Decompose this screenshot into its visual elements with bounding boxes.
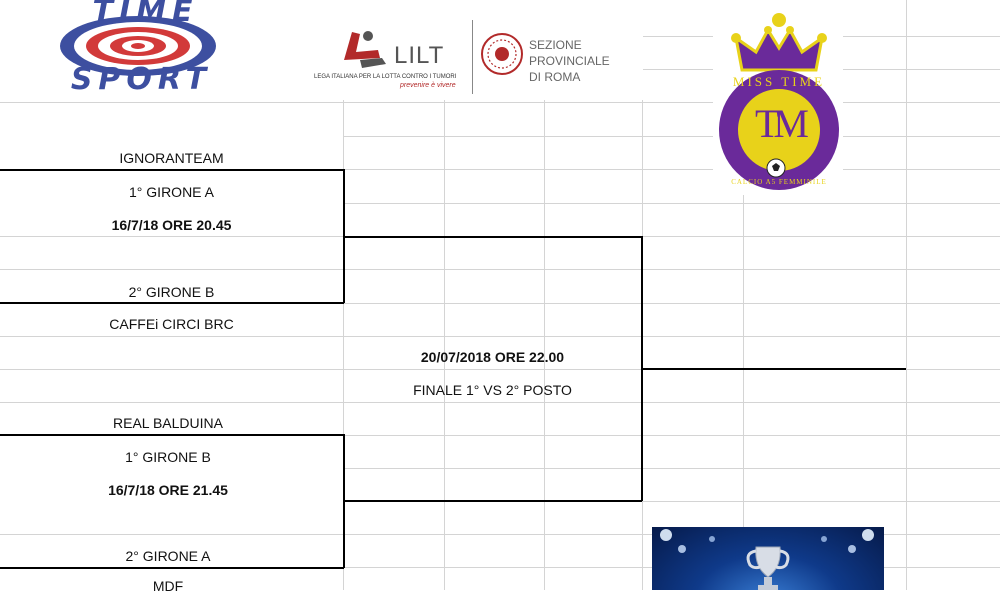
semi2-team-top: REAL BALDUINA — [113, 415, 223, 431]
semi1-team-top: IGNORANTEAM — [119, 150, 224, 166]
lilt-logo: LILT LEGA ITALIANA PER LA LOTTA CONTRO I… — [312, 18, 622, 98]
semi1-seed-top: 1° GIRONE A — [129, 184, 214, 200]
timesport-logo: TIME SPORT — [50, 0, 235, 100]
semi2-team-bottom: MDF — [152, 578, 184, 594]
timesport-bottom-text: SPORT — [70, 62, 213, 97]
misstime-letters: TM — [755, 101, 809, 146]
trophy-icon — [660, 529, 874, 590]
lilt-section-3: DI ROMA — [529, 70, 581, 84]
final-label: FINALE 1° VS 2° POSTO — [413, 382, 572, 398]
lilt-slogan: prevenire è vivere — [400, 82, 456, 89]
semi2-seed-top: 1° GIRONE B — [125, 449, 211, 465]
final-datetime: 20/07/2018 ORE 22.00 — [420, 349, 565, 365]
timesport-top-text: TIME — [92, 0, 199, 29]
lilt-figure-icon — [344, 31, 386, 68]
misstime-crest-icon — [719, 13, 839, 190]
misstime-subtitle: CALCIO A5 FEMMINILE — [731, 178, 827, 186]
timesport-target-icon — [60, 16, 216, 76]
lilt-name: LILT — [394, 42, 445, 69]
misstime-ring-text: MISS TIME — [732, 74, 826, 89]
semi1-datetime: 16/7/18 ORE 20.45 — [111, 217, 232, 233]
lilt-seal-icon — [481, 33, 523, 75]
lilt-subtitle: LEGA ITALIANA PER LA LOTTA CONTRO I TUMO… — [314, 74, 457, 80]
semi1-team-bottom: CAFFEi CIRCI BRC — [109, 316, 234, 332]
semi1-seed-bottom: 2° GIRONE B — [128, 284, 215, 300]
semi2-datetime: 16/7/18 ORE 21.45 — [108, 482, 228, 498]
lilt-section-2: PROVINCIALE — [529, 54, 610, 68]
trophy-image — [652, 527, 884, 590]
misstime-logo: MISS TIME TM CALCIO A5 FEMMINILE — [712, 8, 846, 196]
semi2-seed-bottom: 2° GIRONE A — [125, 548, 211, 564]
lilt-section-1: SEZIONE — [529, 38, 582, 52]
